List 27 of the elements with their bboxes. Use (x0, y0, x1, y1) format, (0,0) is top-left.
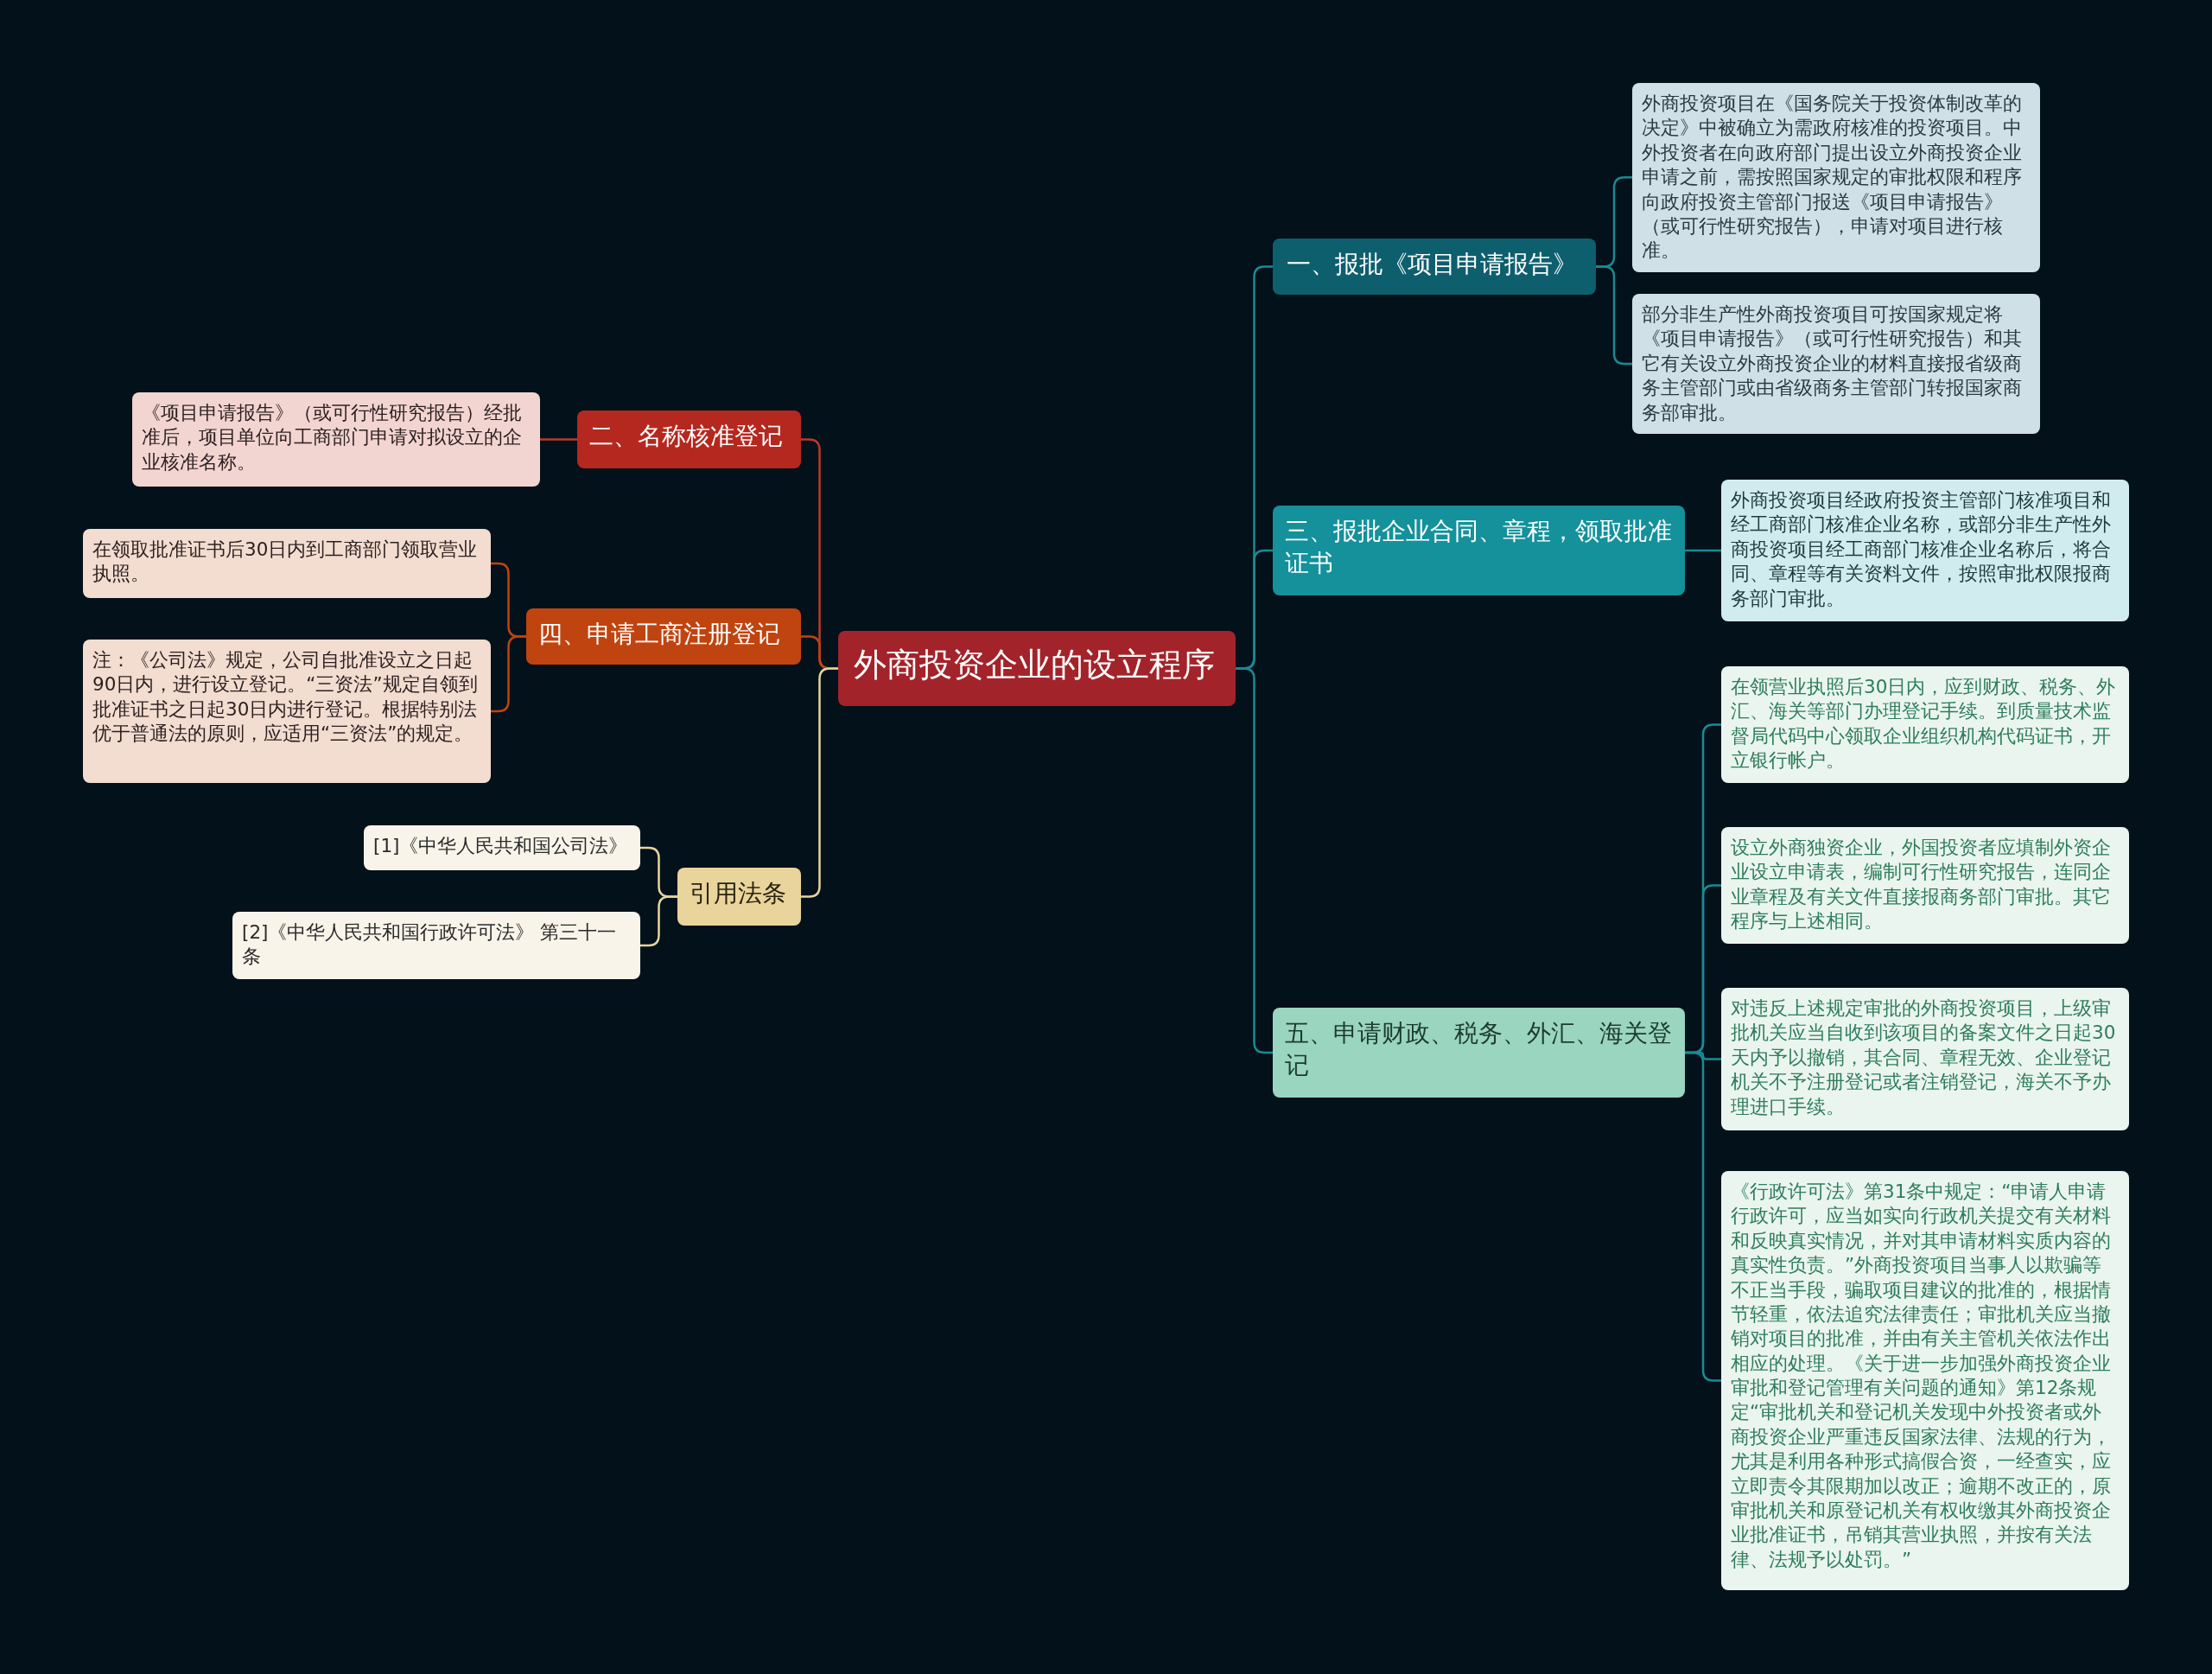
note-box: 设立外商独资企业，外国投资者应填制外资企业设立申请表，编制可行性研究报告，连同企业章程及有关文件直接报商务部门审批。其它程序与上述相同。 (1721, 827, 2129, 944)
note-box: 外商投资项目在《国务院关于投资体制改革的决定》中被确立为需政府核准的投资项目。中外投资者在向政府部门提出设立外商投资企业申请之前，需按照国家规定的审批权限和程序向政府投资主管部门报送《项目申请报告》（或可行性研究报告），申请对项目进行核准。 (1632, 83, 2040, 272)
connector-line (1685, 1051, 1721, 1382)
topic-box: 引用法条 (677, 868, 801, 926)
connector-line (1236, 667, 1273, 1054)
note-box: 对违反上述规定审批的外商投资项目，上级审批机关应当自收到该项目的备案文件之日起30天内予以撤销，其合同、章程无效、企业登记机关不予注册登记或者注销登记，海关不予办理进口手续。 (1721, 988, 2129, 1130)
note-box: [2]《中华人民共和国行政许可法》 第三十一条 (232, 912, 640, 979)
note-box: [1]《中华人民共和国公司法》 (364, 825, 640, 870)
note-box: 《行政许可法》第31条中规定：“申请人申请行政许可，应当如实向行政机关提交有关材料和反映真实情况，并对其申请材料实质内容的真实性负责。”外商投资项目当事人以欺骗等不正当手段，骗取项目建议的批准的，根据情节轻重，依法追究法律责任；审批机关应当撤销对项目的批准，并由有关主管机关依法作出相应的处理。《关于进一步加强外商投资企业审批和登记管理有关问题的通知》第12条规定“审批机关和登记机关发现中外投资者或外商投资企业严重违反国家法律、法规的行为，尤其是利用各种形式搞假合资，一经查实，应立即责令其限期加以改正；逾期不改正的，原审批机关和原登记机关有权收缴其外商投资企业批准证书，吊销其营业执照，并按有关法律、法规予以处罚。” (1721, 1171, 2129, 1590)
connector-line (540, 438, 577, 441)
connector-line (1596, 265, 1632, 366)
connector-line (491, 635, 526, 713)
connector-line (640, 895, 677, 947)
connector-line (801, 667, 838, 898)
topic-box: 四、申请工商注册登记 (526, 608, 801, 665)
note-box: 注：《公司法》规定，公司自批准设立之日起90日内，进行设立登记。“三资法”规定自领到批准证书之日起30日内进行登记。根据特别法优于普通法的原则，应适用“三资法”的规定。 (83, 640, 491, 783)
connector-line (1685, 549, 1721, 552)
topic-box: 三、报批企业合同、章程，领取批准证书 (1273, 506, 1685, 595)
topic-box: 二、名称核准登记 (577, 411, 801, 468)
topic-box: 一、报批《项目申请报告》 (1273, 239, 1596, 295)
note-box: 部分非生产性外商投资项目可按国家规定将《项目申请报告》（或可行性研究报告）和其它有关设立外商投资企业的材料直接报省级商务主管部门或由省级商务主管部门转报国家商务部审批。 (1632, 294, 2040, 434)
topic-box: 五、申请财政、税务、外汇、海关登记 (1273, 1008, 1685, 1098)
note-box: 在领营业执照后30日内，应到财政、税务、外汇、海关等部门办理登记手续。到质量技术监督局代码中心领取企业组织机构代码证书，开立银行帐户。 (1721, 666, 2129, 783)
note-box: 在领取批准证书后30日内到工商部门领取营业执照。 (83, 529, 491, 598)
note-box: 《项目申请报告》（或可行性研究报告）经批准后，项目单位向工商部门申请对拟设立的企业核准名称。 (132, 392, 540, 487)
note-box: 外商投资项目经政府投资主管部门核准项目和经工商部门核准企业名称，或部分非生产性外商投资项目经工商部门核准企业名称后，将合同、章程等有关资料文件，按照审批权限报商务部门审批。 (1721, 480, 2129, 621)
root-topic-box: 外商投资企业的设立程序 (838, 631, 1236, 706)
